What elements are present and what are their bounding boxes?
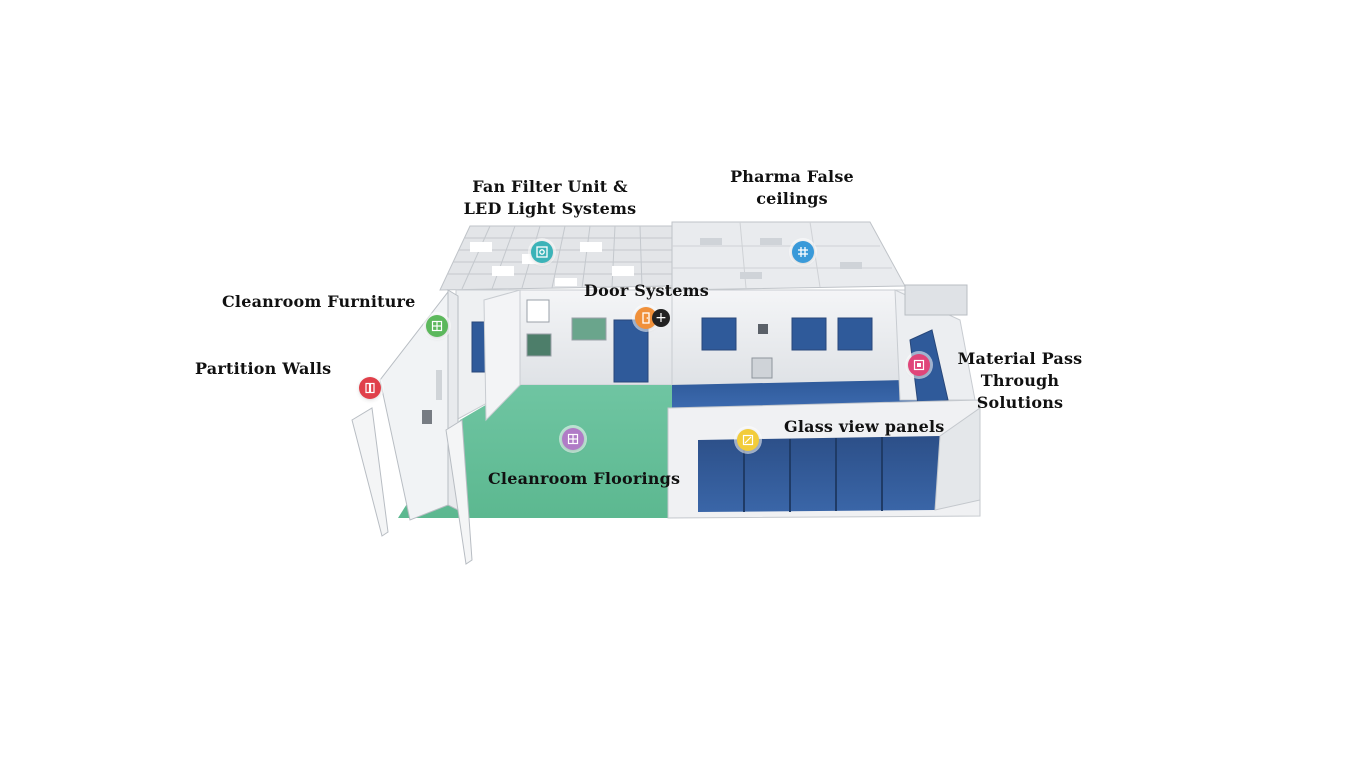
partition-label[interactable]: Partition Walls (195, 359, 332, 378)
ffu-label-line1: Fan Filter Unit & (472, 177, 628, 196)
glass-label[interactable]: Glass view panels (784, 417, 945, 436)
ffu-label[interactable]: Fan Filter Unit & LED Light Systems (462, 176, 638, 220)
furniture-label[interactable]: Cleanroom Furniture (222, 292, 416, 311)
floor-tiles-icon (567, 433, 579, 445)
pass-through-label-line2: Through (980, 371, 1060, 390)
pass-through-box (904, 284, 968, 316)
cabinet-icon (431, 320, 443, 332)
doors-hotspot[interactable] (635, 307, 657, 329)
pass-through-hotspot[interactable] (908, 354, 930, 376)
pass-through-label[interactable]: Material Pass Through Solutions (950, 348, 1090, 414)
expand-plus-button[interactable]: + (652, 309, 670, 327)
partition-wall-panels (351, 289, 473, 565)
ceilings-label-line2: ceilings (756, 189, 828, 208)
pass-box-icon (913, 359, 925, 371)
floorings-label[interactable]: Cleanroom Floorings (488, 469, 681, 488)
door-icon (642, 312, 650, 324)
ceilings-hotspot[interactable] (792, 241, 814, 263)
furniture-hotspot[interactable] (426, 315, 448, 337)
partition-hotspot[interactable] (359, 377, 381, 399)
door-panel (613, 319, 649, 383)
glass-panel-icon (742, 434, 754, 446)
pass-through-label-line3: Solutions (976, 393, 1064, 412)
ceilings-label-line1: Pharma False (730, 167, 854, 186)
ffu-hotspot[interactable] (531, 241, 553, 263)
floorings-hotspot[interactable] (562, 428, 584, 450)
glass-hotspot[interactable] (737, 429, 759, 451)
wall-panel-icon (365, 382, 375, 394)
ceilings-label[interactable]: Pharma False ceilings (722, 166, 862, 210)
fan-icon (536, 246, 548, 258)
ffu-label-line2: LED Light Systems (463, 199, 637, 218)
ffu-ceiling (439, 225, 673, 291)
grid-hash-icon (798, 247, 808, 257)
false-ceiling (671, 221, 906, 291)
pass-through-label-line1: Material Pass (957, 349, 1083, 368)
doors-label[interactable]: Door Systems (584, 281, 709, 300)
